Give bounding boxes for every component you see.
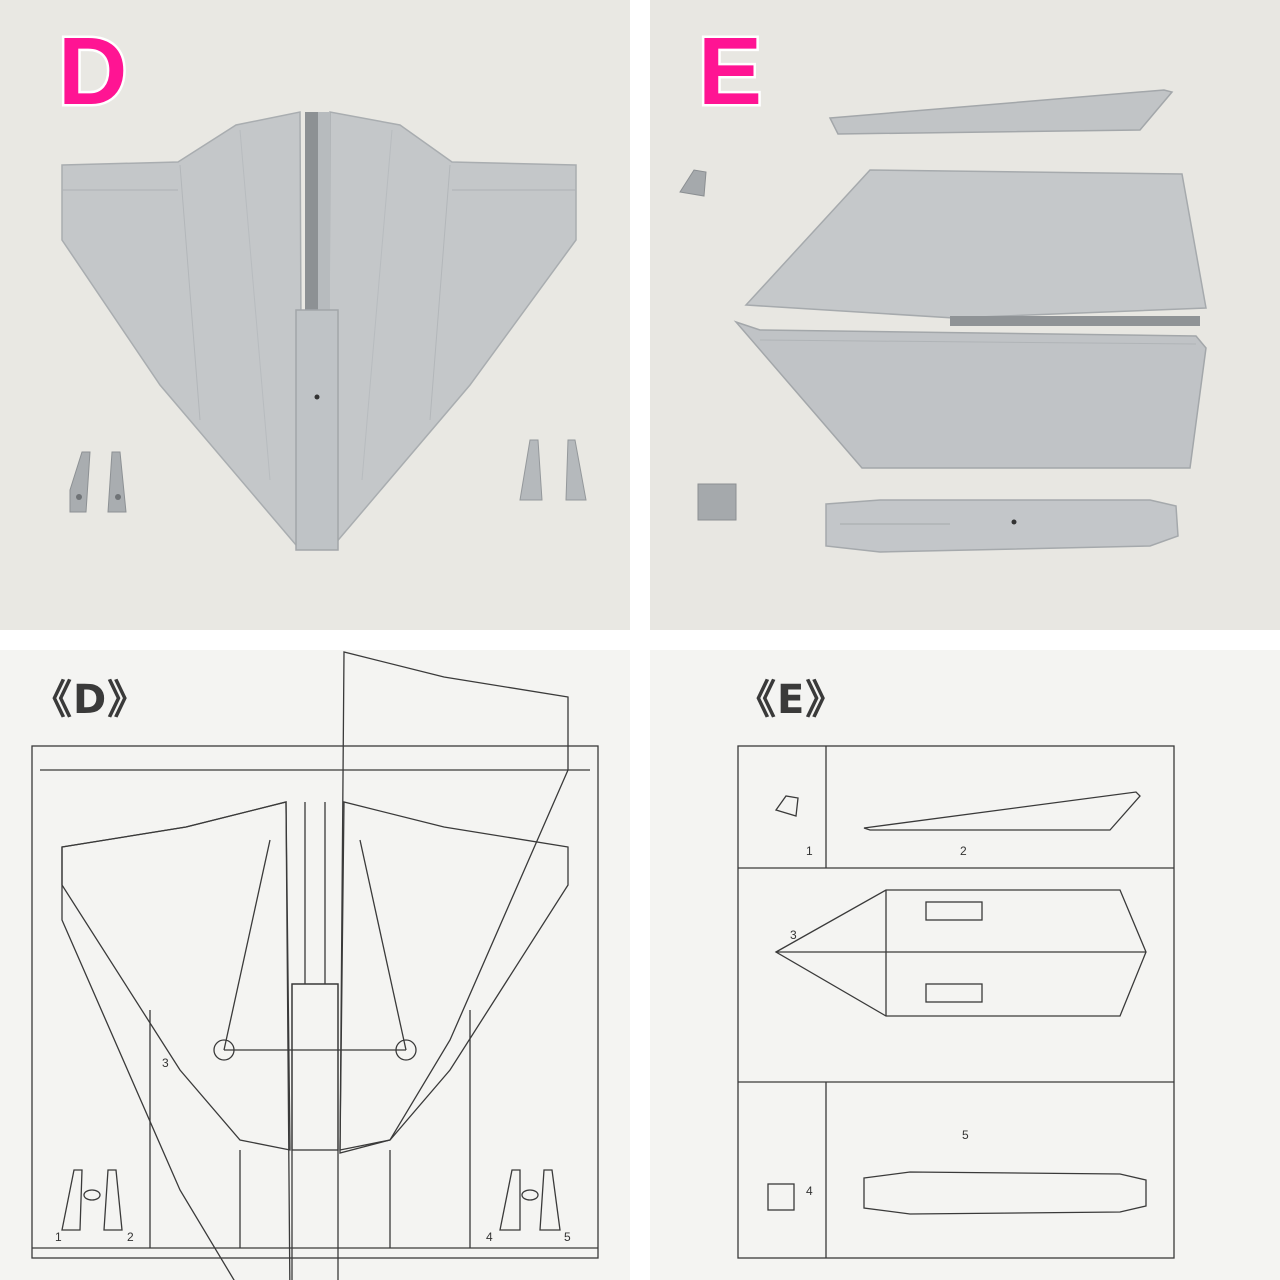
photo-sprue-d: D [0, 0, 630, 630]
sprue-d-line-art [31, 651, 599, 1280]
part-number-d-2: 2 [127, 1230, 134, 1244]
sprue-e-line-art [737, 745, 1175, 1259]
part-number-e-4: 4 [806, 1184, 813, 1198]
part-number-e-1: 1 [806, 844, 813, 858]
drawing-sprue-e: 《E》 1 2 3 4 5 [650, 650, 1280, 1280]
part-number-e-3: 3 [790, 928, 797, 942]
sprue-e-label: E [695, 18, 764, 125]
drawing-d-title: 《D》 [32, 677, 149, 723]
part-number-d-5: 5 [564, 1230, 571, 1244]
drawing-e-title: 《E》 [736, 677, 847, 723]
drawing-sprue-d: 《D》 [0, 650, 630, 1280]
part-number-d-3: 3 [162, 1056, 169, 1070]
part-number-e-2: 2 [960, 844, 967, 858]
sprue-d-label: D [55, 18, 129, 125]
sprue-e-parts-photo [679, 89, 1207, 553]
photo-sprue-e: E [650, 0, 1280, 630]
part-number-d-4: 4 [486, 1230, 493, 1244]
part-number-d-1: 1 [55, 1230, 62, 1244]
sprue-d-parts-photo [61, 111, 587, 551]
part-number-e-5: 5 [962, 1128, 969, 1142]
